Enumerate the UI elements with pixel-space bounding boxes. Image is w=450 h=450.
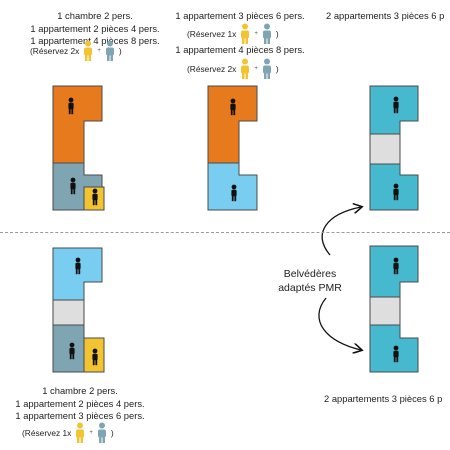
unit-line: 1 appartement 2 pièces 4 pers. [30, 22, 160, 34]
unit-line: 1 appartement 3 pièces 6 pers. [15, 410, 145, 421]
apartment-4p-8pers [207, 85, 258, 164]
top-middle-line1: 1 appartement 3 pièces 6 pers. [175, 10, 305, 21]
building-top-left [52, 85, 105, 211]
person-icon [241, 58, 250, 79]
bottom-right-description: 2 appartements 3 pièces 6 p [324, 393, 443, 404]
section-divider [0, 232, 450, 233]
reserve-close: ) [110, 428, 114, 438]
corridor [52, 299, 85, 326]
plus-sign: + [254, 31, 258, 37]
person-icon [262, 23, 271, 44]
person-icon [84, 40, 93, 61]
unit-line: 1 chambre 2 pers. [57, 10, 133, 21]
building-top-right [369, 85, 419, 211]
person-icon [262, 58, 271, 79]
arrow-icon [318, 297, 361, 350]
reserve-close: ) [118, 46, 122, 56]
top-right-description: 2 appartements 3 pièces 6 p [326, 10, 445, 21]
reserve-label: (Réservez 2x [187, 64, 237, 74]
reserve-label: (Réservez 1x [22, 428, 72, 438]
reserve-legend: (Réservez 1x + ) [22, 422, 114, 444]
person-icon [105, 40, 114, 61]
plus-sign: + [254, 66, 258, 72]
bottom-left-description: 1 chambre 2 pers. 1 appartement 2 pièces… [0, 385, 160, 423]
top-left-description: 1 chambre 2 pers. 1 appartement 2 pièces… [0, 10, 190, 48]
caption-line: adaptés PMR [278, 281, 342, 294]
caption-line: Belvédères [283, 268, 337, 280]
plus-sign: + [89, 430, 93, 436]
corridor [369, 296, 401, 326]
reserve-legend: (Réservez 2x + ) [187, 58, 279, 80]
reserve-label: (Réservez 2x [30, 46, 80, 56]
building-bottom-right [369, 245, 419, 373]
corridor [369, 133, 401, 165]
person-icon [97, 422, 106, 443]
reserve-legend: (Réservez 1x + ) [187, 23, 279, 45]
plus-sign: + [97, 48, 101, 54]
unit-line: 1 chambre 2 pers. [42, 385, 118, 396]
reserve-close: ) [275, 29, 279, 39]
unit-line: 1 appartement 2 pièces 4 pers. [15, 397, 145, 409]
reserve-legend: (Réservez 2x + ) [30, 40, 122, 62]
pmr-caption: Belvédères adaptés PMR [260, 268, 360, 295]
person-icon [241, 23, 250, 44]
apartment-4p-8pers [52, 85, 103, 164]
building-bottom-left [52, 247, 105, 373]
top-middle-line2: 1 appartement 4 pièces 8 pers. [175, 44, 305, 55]
arrow-icon [321, 207, 361, 256]
reserve-close: ) [275, 64, 279, 74]
reserve-label: (Réservez 1x [187, 29, 237, 39]
person-icon [76, 422, 85, 443]
building-top-middle [207, 85, 258, 211]
unit-line: 1 appartement 4 pièces 8 pers. [30, 35, 160, 46]
